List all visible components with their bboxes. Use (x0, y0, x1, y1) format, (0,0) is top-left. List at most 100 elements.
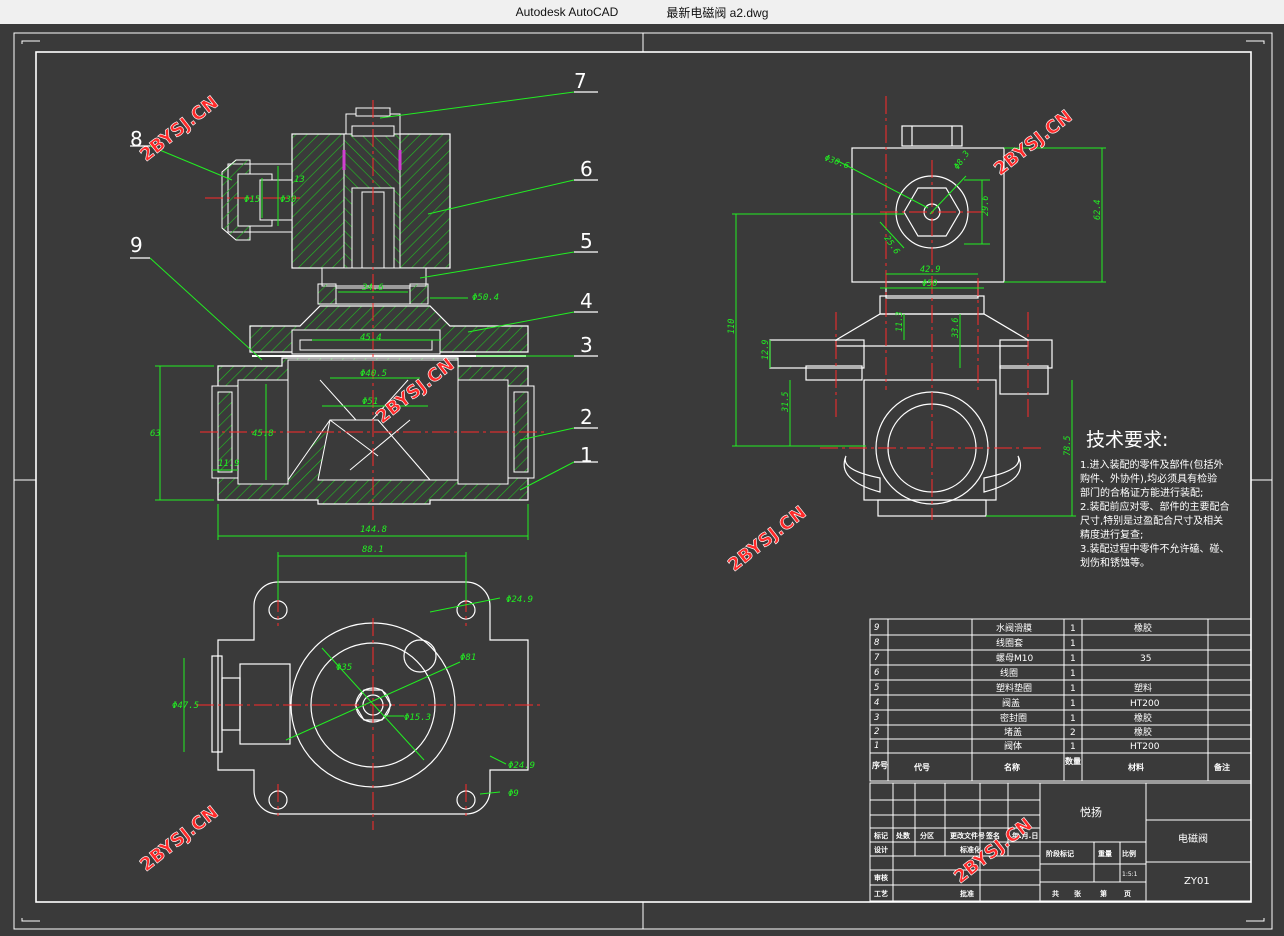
dim-d81: Φ81 (460, 653, 476, 663)
bom-no: 5 (874, 683, 879, 693)
bom-header-no: 序号 (872, 760, 888, 770)
balloon-4[interactable]: 4 (580, 289, 593, 313)
bom-material: 橡胶 (1134, 712, 1152, 724)
dim-d24-9b: Φ24.9 (508, 761, 535, 771)
bom-material: 橡胶 (1134, 622, 1152, 634)
dim-13: 13 (294, 175, 305, 185)
dim-78-5: 78.5 (1063, 436, 1073, 456)
balloon-9[interactable]: 9 (130, 233, 143, 257)
watermark-text: 2BYSJ.CN (136, 802, 222, 876)
balloon-6[interactable]: 6 (580, 157, 593, 181)
dim-45-4: 45.4 (360, 333, 382, 343)
bom-name: 线圈 (1000, 667, 1018, 679)
dim-110: 110 (727, 319, 737, 334)
balloon-7[interactable]: 7 (574, 69, 587, 93)
tb-designer: 悦扬 (1080, 805, 1102, 819)
dim-d51: Φ51 (362, 397, 378, 407)
bom-header-code: 代号 (913, 762, 930, 772)
bom-no: 4 (874, 698, 879, 708)
bom-name: 堵盖 (1004, 726, 1022, 738)
tb-fenqu: 分区 (920, 831, 934, 840)
bom-no: 8 (874, 638, 880, 648)
balloon-5[interactable]: 5 (580, 229, 593, 253)
bom-no: 3 (874, 713, 879, 723)
tb-zhang: 张 (1074, 889, 1082, 898)
bom-table[interactable]: 9 8 7 6 5 4 3 2 1 水阀滑膜 线圈套 螺母M10 线圈 塑料垫圈… (869, 618, 1252, 782)
bom-header-qty: 数量 (1065, 756, 1081, 766)
bom-qty: 1 (1070, 639, 1076, 649)
tb-sheji: 设计 (874, 845, 888, 854)
tb-di: 第 (1100, 889, 1107, 898)
dim-d47-5: Φ47.5 (172, 701, 199, 711)
bom-header-name: 名称 (1004, 762, 1020, 772)
tb-gong: 共 (1052, 889, 1059, 898)
bom-material: 塑料 (1134, 682, 1152, 694)
dim-d35: Φ35 (336, 663, 352, 673)
watermark-text: 2BYSJ.CN (990, 106, 1076, 180)
requirement-line: 2.装配前应对零、部件的主要配合 (1080, 500, 1230, 513)
bom-name: 螺母M10 (996, 653, 1033, 664)
tb-jieduan: 阶段标记 (1046, 849, 1074, 858)
dim-11-3: 11.3 (895, 312, 905, 332)
app-title: Autodesk AutoCAD (515, 5, 619, 19)
dim-34-6: 34.6 (361, 283, 384, 293)
balloon-8[interactable]: 8 (130, 127, 143, 151)
window-titlebar: Autodesk AutoCAD 最新电磁阀 a2.dwg (0, 0, 1284, 24)
balloon-3[interactable]: 3 (580, 333, 593, 357)
bom-qty: 1 (1070, 654, 1076, 664)
tb-riqi: 年.月.日 (1012, 831, 1038, 840)
tb-shenhe: 审核 (874, 873, 888, 882)
dim-33-6: 33.6 (951, 318, 961, 339)
bom-material: 35 (1140, 654, 1151, 664)
balloon-1[interactable]: 1 (580, 443, 593, 467)
bom-name: 阀体 (1004, 740, 1022, 752)
balloon-2[interactable]: 2 (580, 405, 593, 429)
dim-62-4: 62.4 (1093, 200, 1103, 220)
tb-drawing-name: 电磁阀 (1178, 832, 1208, 845)
dim-12-9: 12.9 (761, 340, 771, 360)
dim-31-5: 31.5 (781, 392, 791, 413)
bom-no: 6 (874, 668, 880, 678)
requirement-line: 购件、外协件),均必须具有检验 (1080, 472, 1217, 485)
bom-material: 橡胶 (1134, 726, 1152, 738)
title-block[interactable]: 标记 处数 分区 更改文件号 签名 年.月.日 设计 标准化 审核 工艺 批准 … (869, 782, 1252, 902)
tb-pizhun: 批准 (960, 889, 974, 898)
bom-header-material: 材料 (1128, 762, 1144, 772)
dim-d9: Φ9 (508, 789, 519, 799)
tb-chushu: 处数 (895, 831, 911, 840)
tb-drawing-no: ZY01 (1184, 876, 1210, 887)
bom-qty: 1 (1070, 624, 1076, 634)
dim-d15-3: Φ15.3 (404, 713, 431, 723)
dim-d50: Φ50 (922, 279, 937, 289)
top-view[interactable]: 88.1 Φ24.9 Φ81 Φ35 Φ15.3 Φ47.5 Φ9 Φ24.9 (172, 545, 540, 830)
drawing-canvas[interactable]: Φ40.5 Φ51 Φ50.4 34.6 45.4 63 45.8 11.9 1… (0, 24, 1284, 936)
bom-qty: 1 (1070, 742, 1076, 752)
dim-25-6: 25.6 (882, 234, 902, 257)
bom-no: 7 (874, 653, 880, 663)
dim-45-8: 45.8 (252, 429, 274, 439)
tb-biaoji: 标记 (873, 831, 888, 840)
dim-29-6: 29.6 (981, 196, 991, 216)
watermark-text: 2BYSJ.CN (724, 502, 810, 576)
bom-qty: 1 (1070, 684, 1076, 694)
dim-88-1: 88.1 (362, 545, 384, 555)
file-title: 最新电磁阀 a2.dwg (666, 5, 769, 20)
tb-bili: 比例 (1122, 849, 1136, 858)
front-section-view[interactable]: Φ40.5 Φ51 Φ50.4 34.6 45.4 63 45.8 11.9 1… (130, 69, 598, 540)
dim-d24-9: Φ24.9 (506, 595, 533, 605)
side-view[interactable]: Φ30.6 Φ8.3 29.6 25.6 62.4 42.9 Φ50 110 1… (727, 96, 1106, 520)
dim-d50-4: Φ50.4 (472, 293, 499, 303)
tb-qianming: 签名 (985, 831, 1000, 840)
bom-material: HT200 (1130, 699, 1160, 709)
drawing-svg[interactable]: Φ40.5 Φ51 Φ50.4 34.6 45.4 63 45.8 11.9 1… (0, 24, 1284, 936)
dim-d8-3: Φ8.3 (952, 149, 972, 172)
dim-d30: Φ30 (280, 195, 296, 205)
tb-genggai: 更改文件号 (950, 831, 985, 840)
requirement-line: 1.进入装配的零件及部件(包括外 (1080, 458, 1223, 471)
requirement-line: 3.装配过程中零件不允许磕、碰、 (1080, 542, 1230, 555)
technical-requirements: 技术要求: 1.进入装配的零件及部件(包括外 购件、外协件),均必须具有检验 部… (1080, 429, 1230, 569)
bom-header-note: 备注 (1213, 762, 1230, 772)
requirement-line: 尺寸,特别是过盈配合尺寸及相关 (1080, 514, 1223, 527)
requirement-line: 部门的合格证方能进行装配; (1080, 486, 1203, 499)
tb-scale: 1:5:1 (1122, 871, 1138, 878)
